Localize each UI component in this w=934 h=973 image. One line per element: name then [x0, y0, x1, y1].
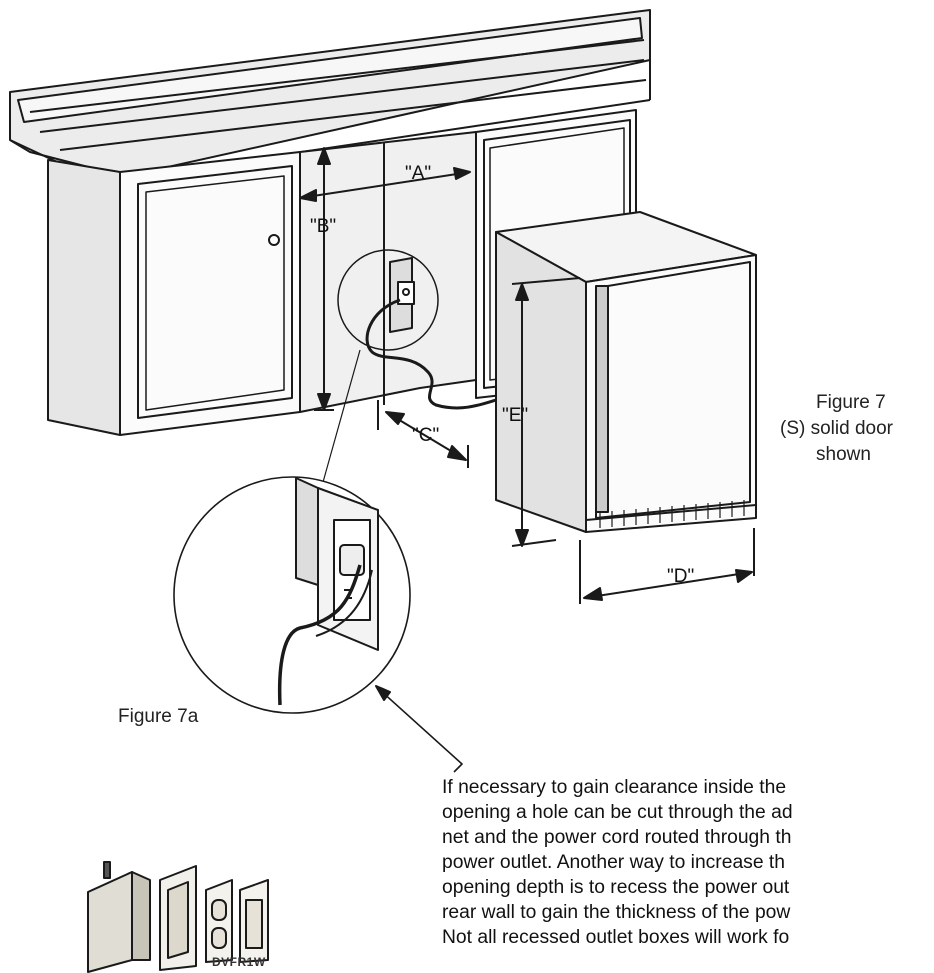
note-line: rear wall to gain the thickness of the p… [442, 902, 791, 923]
countertop [9, 9, 651, 183]
figure7a-caption: Figure 7a [118, 706, 199, 727]
product-label: DVFR1W [212, 955, 266, 969]
note-line: If necessary to gain clearance inside th… [442, 777, 787, 798]
left-cabinet [47, 151, 301, 436]
note-line: Not all recessed outlet boxes will work … [442, 927, 790, 948]
zoom-detail-circle [173, 476, 411, 714]
note-line: power outlet. Another way to increase th [442, 852, 785, 873]
refrigerator-grille [599, 500, 745, 528]
zoom-connector-line [317, 349, 361, 501]
wall-outlet [389, 257, 415, 333]
installation-note: If necessary to gain clearance inside th… [442, 775, 934, 950]
dimension-a-label: "A" [405, 163, 432, 184]
figure7-caption-line1: Figure 7 [816, 392, 886, 413]
figure7-caption-line3: shown [816, 444, 871, 465]
power-cord [365, 298, 497, 410]
note-leader-arrowhead [375, 685, 391, 701]
dimension-c-label: "C" [412, 425, 440, 446]
dimension-b-label: "B" [310, 216, 337, 237]
note-line: net and the power cord routed through th [442, 827, 792, 848]
door-knob [268, 234, 280, 246]
product-image [87, 861, 269, 973]
refrigerator [495, 211, 757, 533]
dimension-d-label: "D" [667, 566, 695, 587]
note-line: opening depth is to recess the power out [442, 877, 790, 898]
figure7-caption-line2: (S) solid door [780, 418, 893, 439]
dimension-e-label: "E" [502, 405, 529, 426]
note-leader-arrow [379, 689, 463, 773]
zoom-circle-small [337, 249, 439, 351]
note-line: opening a hole can be cut through the ad [442, 802, 793, 823]
opening-wall [299, 131, 477, 413]
